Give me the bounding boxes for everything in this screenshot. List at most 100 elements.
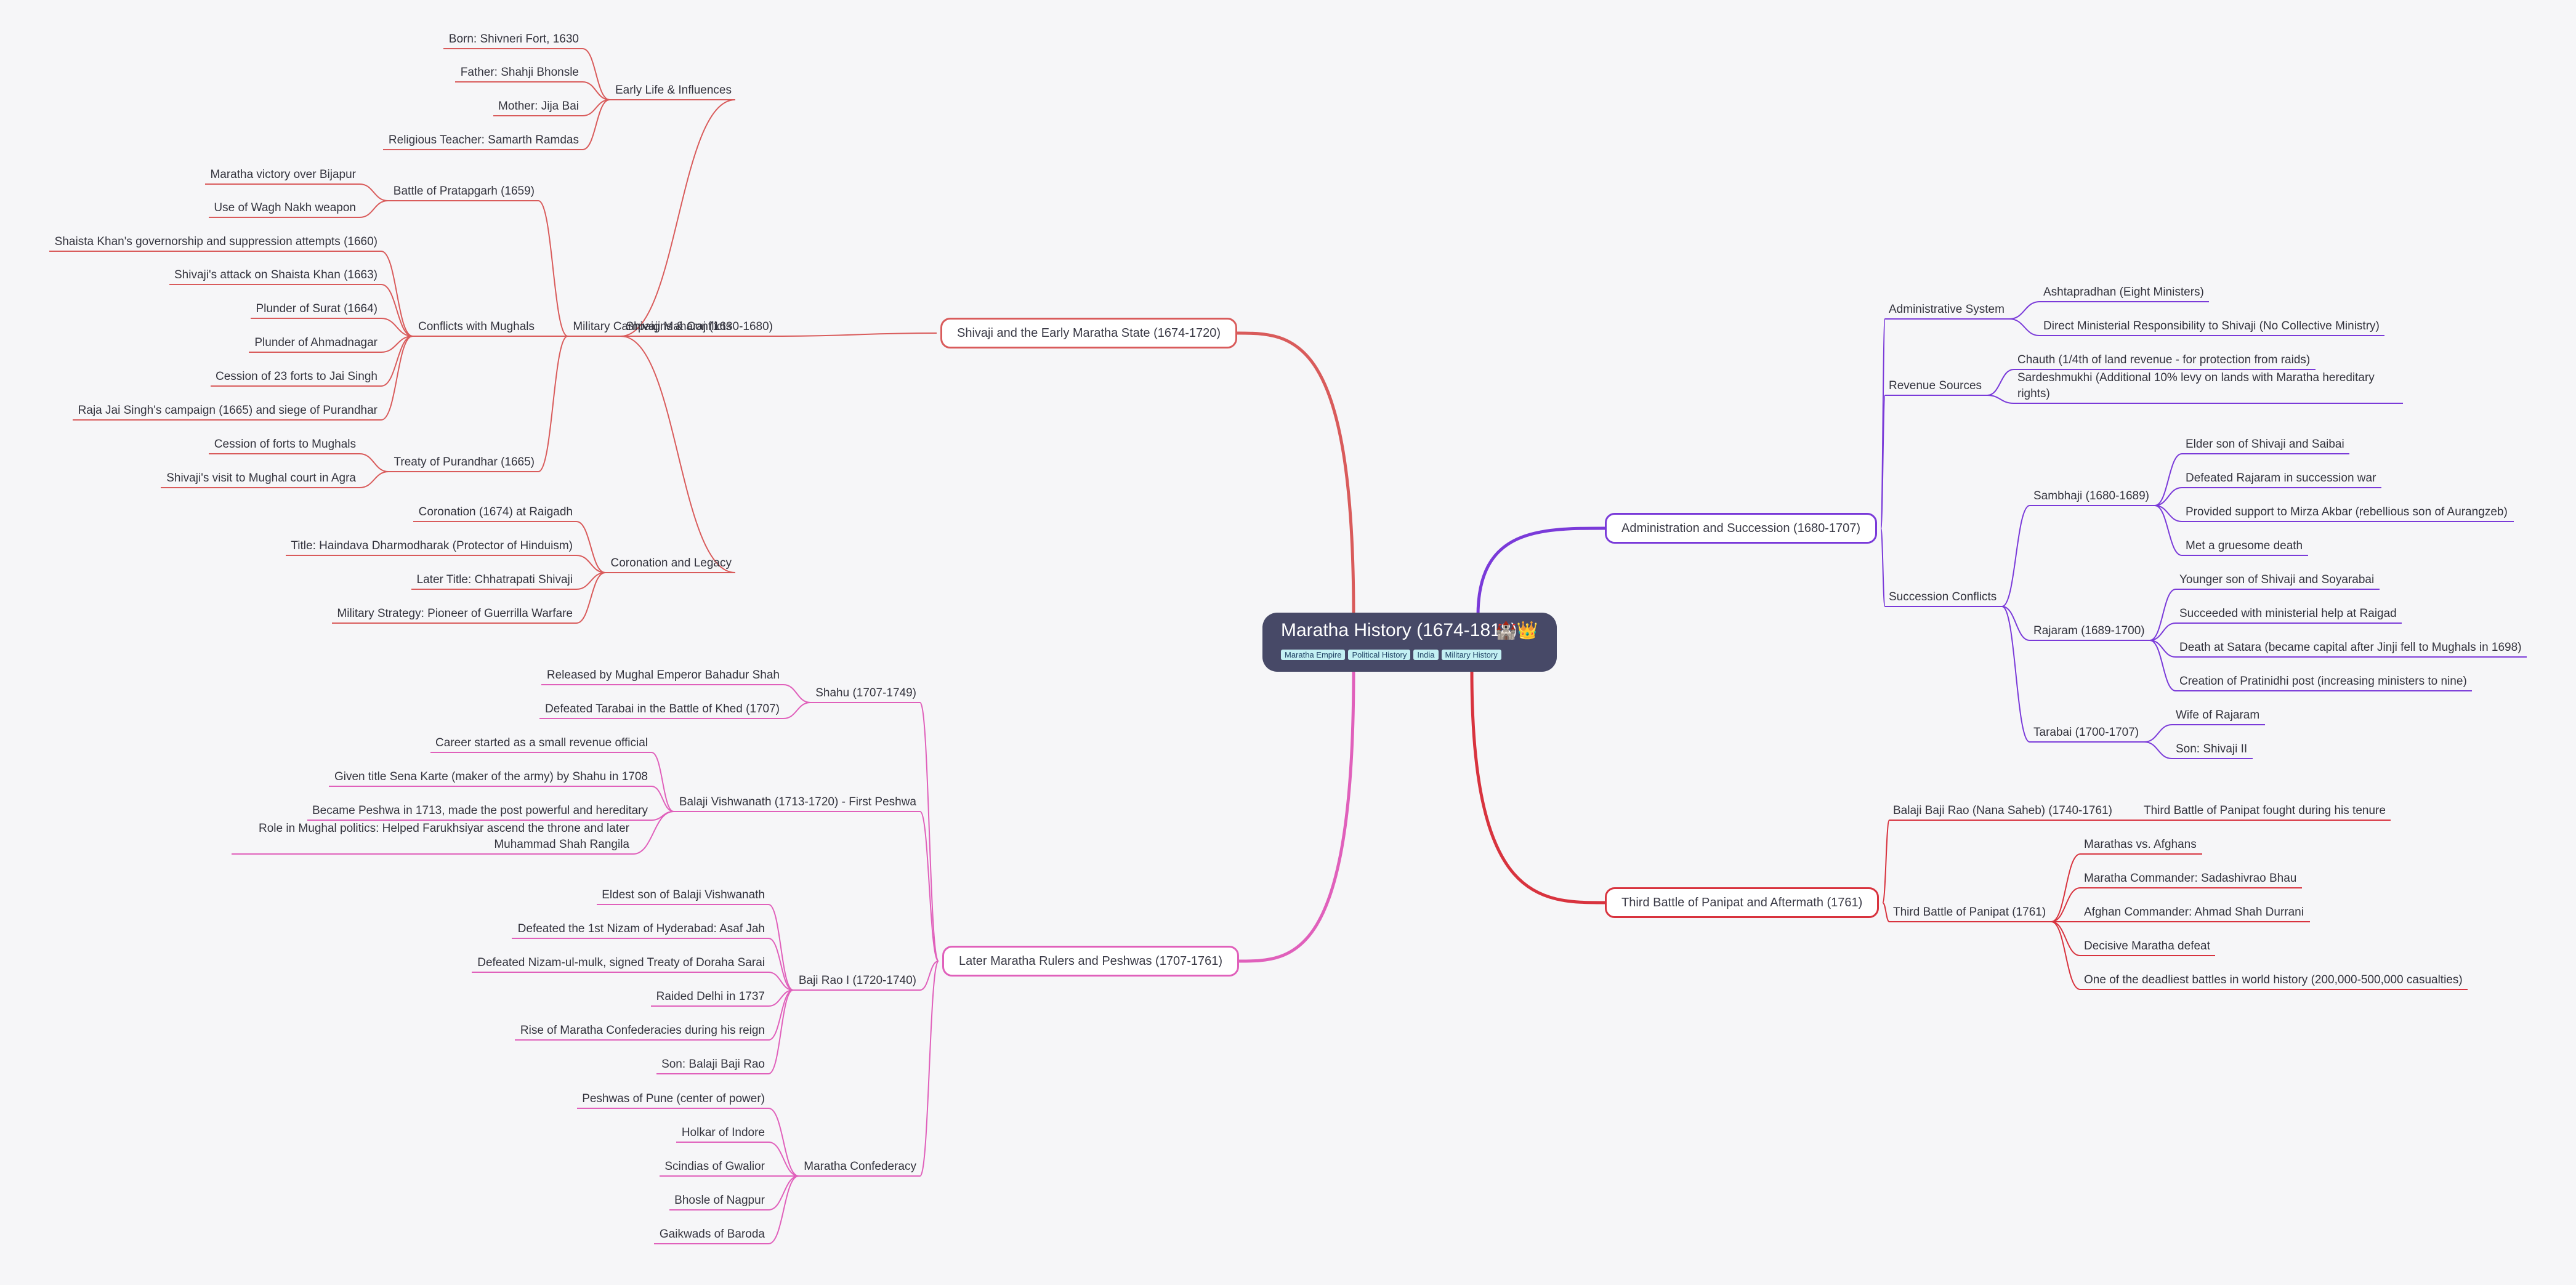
branch-node[interactable]: Shivaji and the Early Maratha State (167… xyxy=(940,318,1238,348)
topic-node[interactable]: Defeated the 1st Nizam of Hyderabad: Asa… xyxy=(517,922,765,935)
tag[interactable]: Military History xyxy=(1441,650,1501,660)
branch-node[interactable]: Administration and Succession (1680-1707… xyxy=(1605,513,1877,544)
leaf-node[interactable]: Cession of 23 forts to Jai Singh xyxy=(216,370,378,383)
link xyxy=(576,572,606,624)
topic-node[interactable]: Rajaram (1689-1700) xyxy=(2033,624,2145,637)
topic-node[interactable]: Career started as a small revenue offici… xyxy=(435,736,648,749)
topic-node[interactable]: Revenue Sources xyxy=(1889,379,1982,392)
topic-node[interactable]: Ashtapradhan (Eight Ministers) xyxy=(2043,286,2204,299)
topic-node[interactable]: Eldest son of Balaji Vishwanath xyxy=(602,888,765,901)
topic-node[interactable]: Peshwas of Pune (center of power) xyxy=(582,1092,765,1105)
link xyxy=(2154,453,2182,506)
branch-node[interactable]: Later Maratha Rulers and Peshwas (1707-1… xyxy=(942,946,1240,977)
topic-node[interactable]: Decisive Maratha defeat xyxy=(2084,940,2210,953)
leaf-node[interactable]: Wife of Rajaram xyxy=(2176,709,2260,722)
leaf-node[interactable]: Defeated Rajaram in succession war xyxy=(2186,472,2376,485)
topic-node[interactable]: Administrative System xyxy=(1889,303,2005,316)
link xyxy=(2149,640,2176,691)
topic-node[interactable]: Defeated Nizam-ul-mulk, signed Treaty of… xyxy=(477,956,765,969)
leaf-node[interactable]: Cession of forts to Mughals xyxy=(214,438,356,451)
topic-node[interactable]: Son: Balaji Baji Rao xyxy=(661,1058,765,1071)
topic-node[interactable]: Chauth (1/4th of land revenue - for prot… xyxy=(2017,353,2311,366)
topic-node[interactable]: Shahu (1707-1749) xyxy=(815,687,916,699)
root-node[interactable]: Maratha History (1674-1818) 🏰👑 Maratha E… xyxy=(1262,613,1557,672)
topic-node[interactable]: Rise of Maratha Confederacies during his… xyxy=(520,1024,765,1037)
topic-node[interactable]: Role in Mughal politics: Helped Farukhsi… xyxy=(259,822,629,851)
link xyxy=(651,752,674,812)
link xyxy=(2154,505,2182,556)
topic-node[interactable]: Became Peshwa in 1713, made the post pow… xyxy=(312,804,648,817)
tag[interactable]: Maratha Empire xyxy=(1281,650,1346,660)
topic-node[interactable]: Early Life & Influences xyxy=(615,84,732,97)
leaf-node[interactable]: Provided support to Mirza Akbar (rebelli… xyxy=(2186,506,2508,518)
topic-node[interactable]: Sambhaji (1680-1689) xyxy=(2033,489,2150,502)
leaf-node[interactable]: Plunder of Ahmadnagar xyxy=(254,336,378,349)
topic-node[interactable]: Balaji Vishwanath (1713-1720) - First Pe… xyxy=(679,796,916,808)
leaf-node[interactable]: Military Strategy: Pioneer of Guerrilla … xyxy=(337,607,573,620)
leaf-node[interactable]: Creation of Pratinidhi post (increasing … xyxy=(2179,675,2467,688)
topic-node[interactable]: Given title Sena Karte (maker of the arm… xyxy=(334,770,648,783)
branch-node[interactable]: Third Battle of Panipat and Aftermath (1… xyxy=(1605,887,1880,918)
leaf-node[interactable]: Born: Shivneri Fort, 1630 xyxy=(448,33,579,46)
leaf-node[interactable]: Use of Wagh Nakh weapon xyxy=(214,201,356,214)
leaf-node[interactable]: Plunder of Surat (1664) xyxy=(256,302,378,315)
topic-node[interactable]: Maratha Confederacy xyxy=(804,1160,916,1173)
leaf-node[interactable]: Raja Jai Singh's campaign (1665) and sie… xyxy=(78,404,378,417)
link xyxy=(582,99,610,150)
leaf-node[interactable]: Shaista Khan's governorship and suppress… xyxy=(54,235,378,248)
leaf-node[interactable]: Succeeded with ministerial help at Raiga… xyxy=(2179,607,2397,620)
topic-node[interactable]: Balaji Baji Rao (Nana Saheb) (1740-1761) xyxy=(1893,804,2112,817)
leaf-node[interactable]: Later Title: Chhatrapati Shivaji xyxy=(416,573,573,586)
leaf-node[interactable]: Elder son of Shivaji and Saibai xyxy=(2186,438,2344,451)
topic-node[interactable]: One of the deadliest battles in world hi… xyxy=(2084,973,2463,986)
topic-node[interactable]: Marathas vs. Afghans xyxy=(2084,838,2197,851)
link xyxy=(651,786,674,812)
topic-node[interactable]: Released by Mughal Emperor Bahadur Shah xyxy=(546,669,780,682)
topic-node[interactable]: Third Battle of Panipat (1761) xyxy=(1893,906,2046,919)
link xyxy=(783,684,811,703)
leaf-node[interactable]: Son: Shivaji II xyxy=(2176,743,2248,755)
tag[interactable]: Political History xyxy=(1348,650,1411,660)
topic-node[interactable]: Maratha Commander: Sadashivrao Bhau xyxy=(2084,872,2297,885)
leaf-node[interactable]: Shivaji's attack on Shaista Khan (1663) xyxy=(174,268,378,281)
topic-node[interactable]: Third Battle of Panipat fought during hi… xyxy=(2144,804,2386,817)
link xyxy=(359,200,389,218)
leaf-node[interactable]: Met a gruesome death xyxy=(2186,539,2303,552)
leaf-node[interactable]: Shivaji's visit to Mughal court in Agra xyxy=(166,472,356,485)
leaf-node[interactable]: Coronation (1674) at Raigadh xyxy=(418,506,573,518)
topic-node[interactable]: Military Campaigns & Conflicts xyxy=(573,320,732,333)
leaf-node[interactable]: Battle of Pratapgarh (1659) xyxy=(393,185,535,198)
leaf-node[interactable]: Treaty of Purandhar (1665) xyxy=(394,456,535,469)
leaf-node[interactable]: Religious Teacher: Samarth Ramdas xyxy=(388,134,579,147)
topic-node[interactable]: Tarabai (1700-1707) xyxy=(2033,726,2139,739)
link xyxy=(576,521,606,573)
leaf-node[interactable]: Conflicts with Mughals xyxy=(418,320,535,333)
topic-node[interactable]: Defeated Tarabai in the Battle of Khed (… xyxy=(545,703,780,715)
leaf-node[interactable]: Death at Satara (became capital after Ji… xyxy=(2179,641,2522,654)
tag[interactable]: India xyxy=(1413,650,1439,660)
topic-node[interactable]: Succession Conflicts xyxy=(1889,590,1997,603)
link xyxy=(381,318,413,337)
topic-node[interactable]: Scindias of Gwalior xyxy=(664,1160,765,1173)
castle-crown-icon: 🏰👑 xyxy=(1495,621,1538,640)
topic-node[interactable]: Bhosle of Nagpur xyxy=(674,1194,765,1207)
topic-node[interactable]: Shivaji Maharaj (1630-1680) xyxy=(626,320,773,333)
topic-node[interactable]: Coronation and Legacy xyxy=(610,557,732,570)
leaf-node[interactable]: Mother: Jija Bai xyxy=(498,100,579,113)
topic-node[interactable]: Direct Ministerial Responsibility to Shi… xyxy=(2043,320,2380,332)
leaf-node[interactable]: Maratha victory over Bijapur xyxy=(210,168,356,181)
link xyxy=(582,48,610,100)
link xyxy=(1476,526,1605,616)
topic-node[interactable]: Sardeshmukhi (Additional 10% levy on lan… xyxy=(2017,371,2375,400)
topic-node[interactable]: Gaikwads of Baroda xyxy=(659,1228,765,1241)
leaf-node[interactable]: Title: Haindava Dharmodharak (Protector … xyxy=(291,539,573,552)
link xyxy=(620,99,736,337)
link xyxy=(576,555,606,573)
topic-node[interactable]: Holkar of Indore xyxy=(681,1126,765,1139)
leaf-node[interactable]: Father: Shahji Bhonsle xyxy=(460,66,579,79)
leaf-node[interactable]: Younger son of Shivaji and Soyarabai xyxy=(2179,573,2375,586)
topic-node[interactable]: Raided Delhi in 1737 xyxy=(656,990,765,1003)
topic-node[interactable]: Afghan Commander: Ahmad Shah Durrani xyxy=(2084,906,2304,919)
topic-node[interactable]: Baji Rao I (1720-1740) xyxy=(798,974,916,987)
link xyxy=(632,811,674,855)
